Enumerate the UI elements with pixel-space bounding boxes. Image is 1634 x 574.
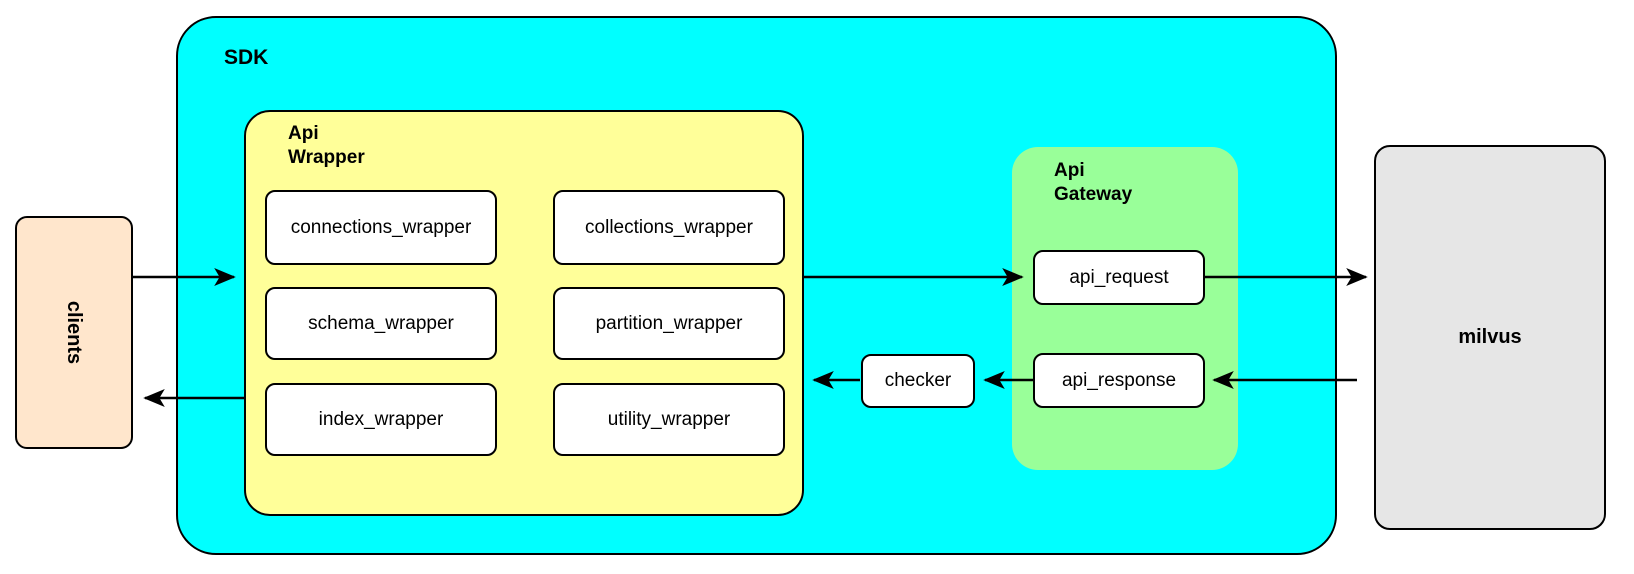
module-partition-wrapper[interactable]: partition_wrapper bbox=[553, 287, 785, 360]
api-gateway-group[interactable]: Api Gateway bbox=[1012, 147, 1238, 470]
module-utility-wrapper[interactable]: utility_wrapper bbox=[553, 383, 785, 456]
module-connections-wrapper[interactable]: connections_wrapper bbox=[265, 190, 497, 265]
module-collections-wrapper[interactable]: collections_wrapper bbox=[553, 190, 785, 265]
checker-node[interactable]: checker bbox=[861, 354, 975, 408]
module-index-wrapper[interactable]: index_wrapper bbox=[265, 383, 497, 456]
clients-node[interactable]: clients bbox=[15, 216, 133, 449]
api-wrapper-label: Api Wrapper bbox=[288, 123, 365, 168]
api-gateway-label: Api Gateway bbox=[1054, 160, 1133, 205]
module-api-request[interactable]: api_request bbox=[1033, 250, 1205, 305]
module-api-response[interactable]: api_response bbox=[1033, 353, 1205, 408]
sdk-label: SDK bbox=[224, 46, 269, 69]
clients-label: clients bbox=[63, 300, 86, 365]
module-schema-wrapper[interactable]: schema_wrapper bbox=[265, 287, 497, 360]
milvus-node[interactable]: milvus bbox=[1374, 145, 1606, 530]
